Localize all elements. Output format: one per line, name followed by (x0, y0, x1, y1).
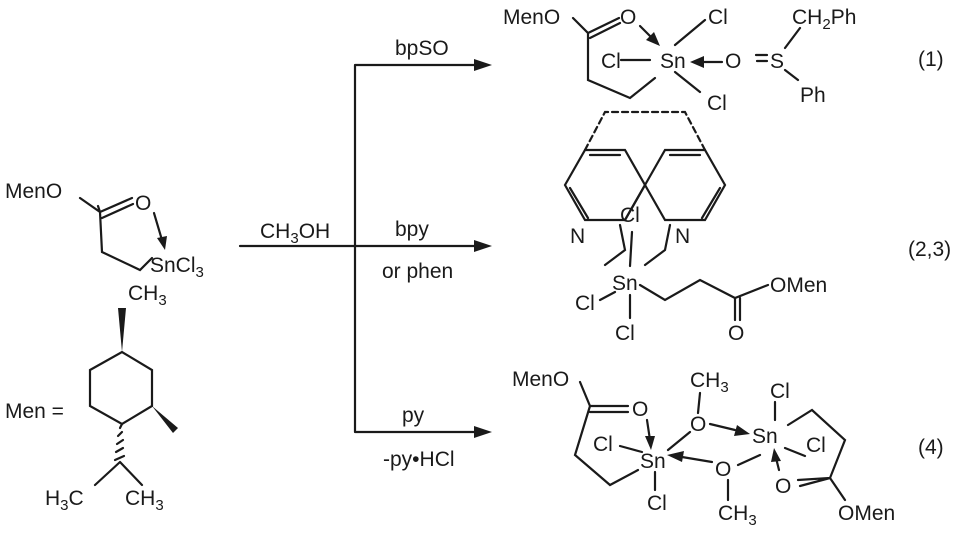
chlorine-label: Cl (601, 50, 621, 73)
branch3-reagent: py (402, 404, 425, 427)
chlorine-label: Cl (620, 204, 640, 227)
sulfur-label: S (770, 50, 784, 73)
oxygen-label: O (620, 6, 636, 29)
branch2-reagent: bpy (395, 218, 429, 241)
ch2ph-label: CH2Ph (792, 6, 856, 33)
solvent-label: CH3OH (260, 220, 330, 247)
chlorine-label: Cl (593, 433, 613, 456)
ch3-label: CH3 (690, 369, 729, 396)
chlorine-label: Cl (707, 92, 727, 115)
chlorine-label: Cl (575, 292, 595, 315)
chlorine-label: Cl (806, 434, 826, 457)
starting-material: MenO O SnCl3 (5, 180, 204, 281)
compound-number: (4) (918, 436, 944, 459)
branch3-byproduct: -py•HCl (383, 448, 455, 471)
compound-number: (2,3) (908, 238, 951, 261)
oxygen-label: O (715, 458, 731, 481)
branch1-reagent: bpSO (395, 37, 449, 60)
h3c-label: H3C (45, 487, 84, 514)
chlorine-label: Cl (708, 6, 728, 29)
tin-label: Sn (612, 272, 638, 295)
tin-label: Sn (660, 50, 686, 73)
menthyl-definition: CH3 Men = H3C CH3 (5, 282, 178, 514)
branch2-alt-reagent: or phen (382, 260, 453, 283)
oxygen-label: O (775, 475, 791, 498)
phenyl-label: Ph (800, 84, 826, 107)
meno-label: MenO (512, 368, 569, 391)
product-1: MenO O Cl Cl Sn Cl O S CH2Ph Ph (1) (503, 6, 944, 115)
tin-label: Sn (752, 425, 778, 448)
oxygen-label: O (690, 413, 706, 436)
nitrogen-label: N (570, 225, 585, 248)
omen-label: OMen (770, 274, 827, 297)
chlorine-label: Cl (615, 322, 635, 345)
reaction-arrows: CH3OH bpSO bpy or phen py -py•HCl (238, 37, 492, 471)
ch3-label: CH3 (718, 502, 757, 529)
oxygen-label: O (725, 50, 741, 73)
product-2: N N Cl Sn Cl Cl O OMen (2,3) (563, 110, 951, 345)
sncl3-label: SnCl3 (150, 254, 204, 281)
oxygen-label: O (728, 322, 744, 345)
product-4: MenO O Cl Sn Cl CH3 O Sn Cl Cl O CH3 O O… (512, 368, 944, 529)
chlorine-label: Cl (647, 492, 667, 515)
meno-label: MenO (503, 6, 560, 29)
chlorine-label: Cl (770, 380, 790, 403)
meno-label: MenO (5, 180, 62, 203)
men-equals-label: Men = (5, 400, 64, 423)
omen-label: OMen (838, 502, 895, 525)
ch3-label: CH3 (128, 282, 167, 309)
nitrogen-label: N (675, 225, 690, 248)
ch3-label: CH3 (125, 487, 164, 514)
oxygen-label: O (632, 398, 648, 421)
tin-label: Sn (640, 450, 666, 473)
compound-number: (1) (918, 48, 944, 71)
oxygen-label: O (135, 192, 151, 215)
